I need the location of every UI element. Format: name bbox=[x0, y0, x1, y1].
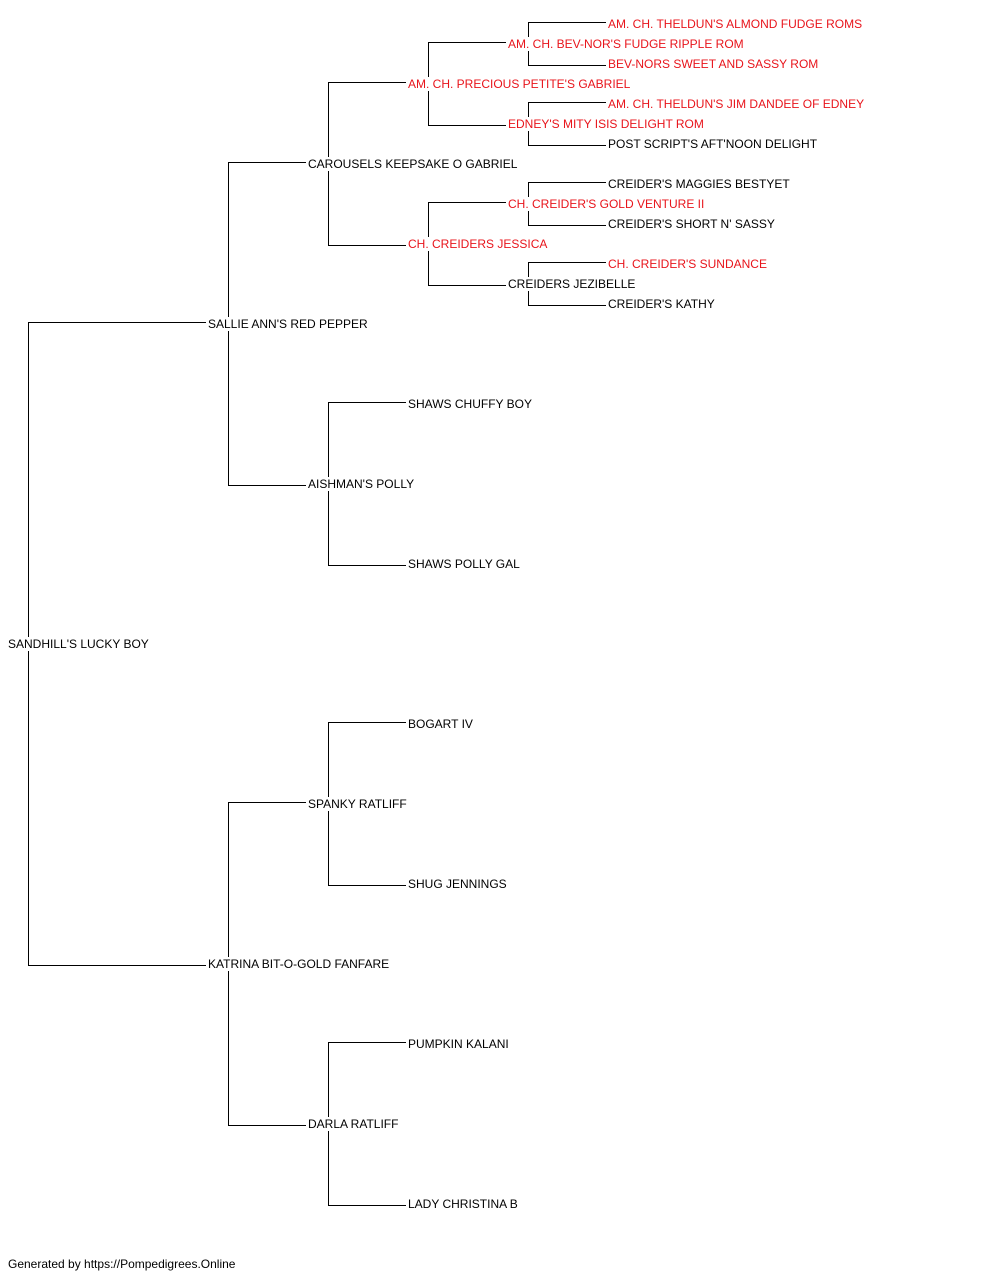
ssss-sire-name[interactable]: AM. CH. THELDUN'S ALMOND FUDGE ROMS bbox=[606, 17, 865, 31]
dd-sire-name[interactable]: PUMPKIN KALANI bbox=[406, 1037, 511, 1051]
sss-dam-name[interactable]: EDNEY'S MITY ISIS DELIGHT ROM bbox=[506, 117, 706, 131]
ds-sire-name[interactable]: BOGART IV bbox=[406, 717, 475, 731]
ssds-sire-name[interactable]: CREIDER'S MAGGIES BESTYET bbox=[606, 177, 792, 191]
ssdd-sire-name[interactable]: CH. CREIDER'S SUNDANCE bbox=[606, 257, 769, 271]
sssd-sire-name[interactable]: AM. CH. THELDUN'S JIM DANDEE OF EDNEY bbox=[606, 97, 867, 111]
generated-by-footer: Generated by https://Pompedigrees.Online bbox=[8, 1257, 236, 1271]
sire-name[interactable]: SALLIE ANN'S RED PEPPER bbox=[206, 317, 370, 331]
sssd-dam-name[interactable]: POST SCRIPT'S AFT'NOON DELIGHT bbox=[606, 137, 820, 151]
sss-sire-name[interactable]: AM. CH. BEV-NOR'S FUDGE RIPPLE ROM bbox=[506, 37, 746, 51]
sd-dam-name[interactable]: SHAWS POLLY GAL bbox=[406, 557, 522, 571]
ssd-sire-name[interactable]: CH. CREIDER'S GOLD VENTURE II bbox=[506, 197, 707, 211]
sire-dam-name[interactable]: AISHMAN'S POLLY bbox=[306, 477, 417, 491]
dam-dam-name[interactable]: DARLA RATLIFF bbox=[306, 1117, 401, 1131]
ss-sire-name[interactable]: AM. CH. PRECIOUS PETITE'S GABRIEL bbox=[406, 77, 633, 91]
ssd-dam-name[interactable]: CREIDERS JEZIBELLE bbox=[506, 277, 638, 291]
subject-name[interactable]: SANDHILL'S LUCKY BOY bbox=[6, 637, 151, 651]
dam-name[interactable]: KATRINA BIT-O-GOLD FANFARE bbox=[206, 957, 392, 971]
ds-dam-name[interactable]: SHUG JENNINGS bbox=[406, 877, 509, 891]
ssds-dam-name[interactable]: CREIDER'S SHORT N' SASSY bbox=[606, 217, 777, 231]
ss-dam-name[interactable]: CH. CREIDERS JESSICA bbox=[406, 237, 550, 251]
ssdd-dam-name[interactable]: CREIDER'S KATHY bbox=[606, 297, 717, 311]
ssss-dam-name[interactable]: BEV-NORS SWEET AND SASSY ROM bbox=[606, 57, 821, 71]
sire-sire-name[interactable]: CAROUSELS KEEPSAKE O GABRIEL bbox=[306, 157, 520, 171]
dd-dam-name[interactable]: LADY CHRISTINA B bbox=[406, 1197, 520, 1211]
sd-sire-name[interactable]: SHAWS CHUFFY BOY bbox=[406, 397, 535, 411]
dam-sire-name[interactable]: SPANKY RATLIFF bbox=[306, 797, 409, 811]
